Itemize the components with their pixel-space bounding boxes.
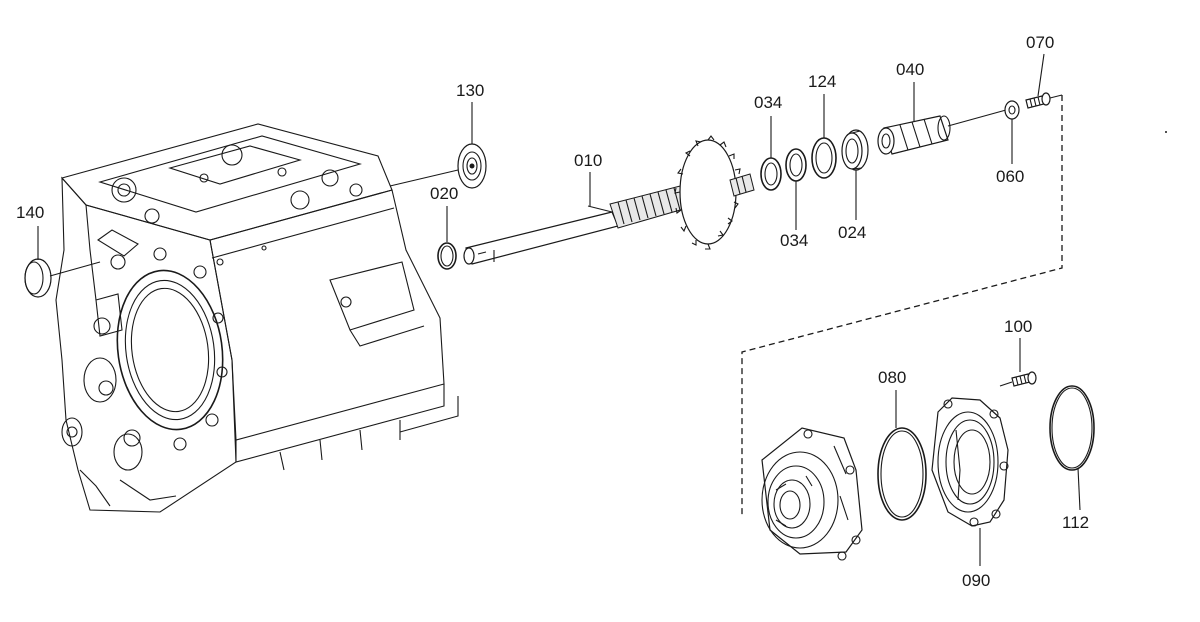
label-040: 040 <box>896 60 924 79</box>
label-034-lower: 034 <box>780 231 808 250</box>
part-labels: 140 130 020 010 034 034 124 024 040 060 … <box>16 33 1089 590</box>
label-090: 090 <box>962 571 990 590</box>
shim-034-upper <box>760 157 782 191</box>
seal-ring-112 <box>1049 385 1095 471</box>
snap-ring-020 <box>437 242 457 270</box>
pump-housing <box>761 427 863 561</box>
label-080: 080 <box>878 368 906 387</box>
bearing-024 <box>841 129 869 171</box>
label-010: 010 <box>574 151 602 170</box>
label-034-upper: 034 <box>754 93 782 112</box>
shim-034-lower <box>785 148 807 182</box>
label-100: 100 <box>1004 317 1032 336</box>
label-024: 024 <box>838 223 866 242</box>
label-060: 060 <box>996 167 1024 186</box>
label-112: 112 <box>1062 513 1089 532</box>
transmission-housing <box>55 123 459 513</box>
label-124: 124 <box>808 72 836 91</box>
label-020: 020 <box>430 184 458 203</box>
leader-lines <box>37 53 1081 566</box>
ring-124 <box>811 137 837 179</box>
sleeve-040 <box>877 109 1007 155</box>
plug-140 <box>24 258 101 298</box>
bolt-100 <box>999 371 1037 387</box>
o-ring-080 <box>877 427 927 521</box>
label-070: 070 <box>1026 33 1054 52</box>
nut-060 <box>1004 100 1020 120</box>
screw-070 <box>1025 92 1063 109</box>
label-130: 130 <box>456 81 484 100</box>
seal-130 <box>389 143 487 189</box>
stray-dot <box>1165 131 1167 133</box>
shaft-010 <box>463 135 755 265</box>
cover-090 <box>931 397 1009 527</box>
label-140: 140 <box>16 203 44 222</box>
